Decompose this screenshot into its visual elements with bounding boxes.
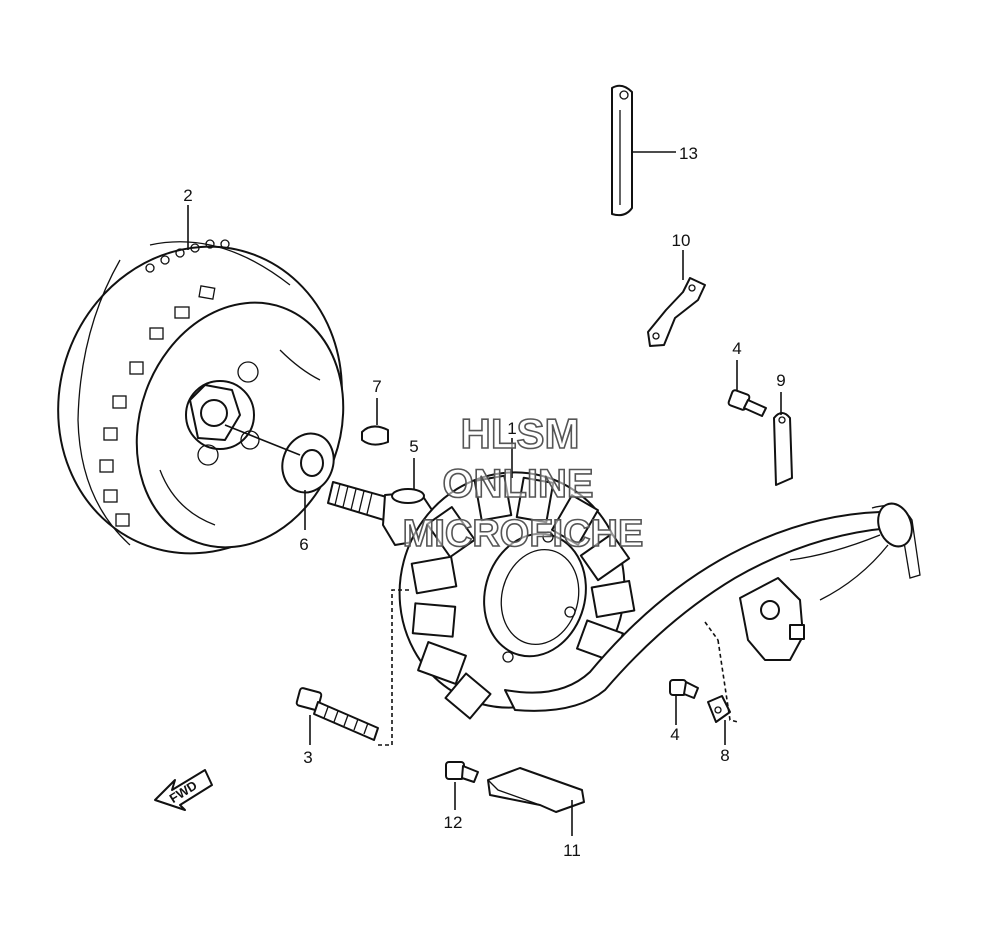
wire-clamp	[647, 277, 706, 347]
stator-screw	[295, 687, 379, 741]
callout-9: 9	[776, 371, 785, 390]
rotor-bolt	[327, 481, 433, 546]
watermark: HLSM ONLINE MICROFICHE	[402, 409, 644, 556]
callout-numbers: 1 2 3 4 4 5 6 7 8 9 10 11 12 13	[183, 144, 785, 860]
watermark-line-2: ONLINE	[442, 462, 593, 506]
callout-7: 7	[372, 377, 381, 396]
clamp-strap	[611, 84, 633, 217]
callout-2: 2	[183, 186, 192, 205]
callout-11: 11	[563, 841, 581, 860]
callout-3: 3	[303, 748, 312, 767]
callout-13: 13	[679, 144, 698, 163]
leader-lines	[187, 151, 782, 836]
woodruff-key	[361, 425, 389, 446]
flywheel-rotor	[57, 239, 345, 555]
cover-bracket	[487, 767, 585, 813]
callout-1: 1	[507, 419, 516, 438]
screw-lower	[669, 679, 699, 699]
callout-8: 8	[720, 746, 729, 765]
screw-upper	[727, 389, 767, 417]
fwd-arrow: FWD	[154, 769, 213, 811]
clip	[707, 695, 731, 723]
watermark-line-1: HLSM	[461, 410, 580, 457]
bracket-screw	[445, 761, 479, 783]
callout-4-lower: 4	[670, 725, 679, 744]
callout-6: 6	[299, 535, 308, 554]
callout-12: 12	[444, 813, 463, 832]
stator-coil	[398, 471, 636, 720]
callout-5: 5	[409, 437, 418, 456]
wire-harness	[504, 502, 921, 712]
watermark-line-3: MICROFICHE	[403, 513, 644, 555]
callout-4-upper: 4	[732, 339, 741, 358]
callout-10: 10	[672, 231, 691, 250]
wire-clamp-small	[773, 412, 793, 486]
washer	[281, 432, 335, 494]
